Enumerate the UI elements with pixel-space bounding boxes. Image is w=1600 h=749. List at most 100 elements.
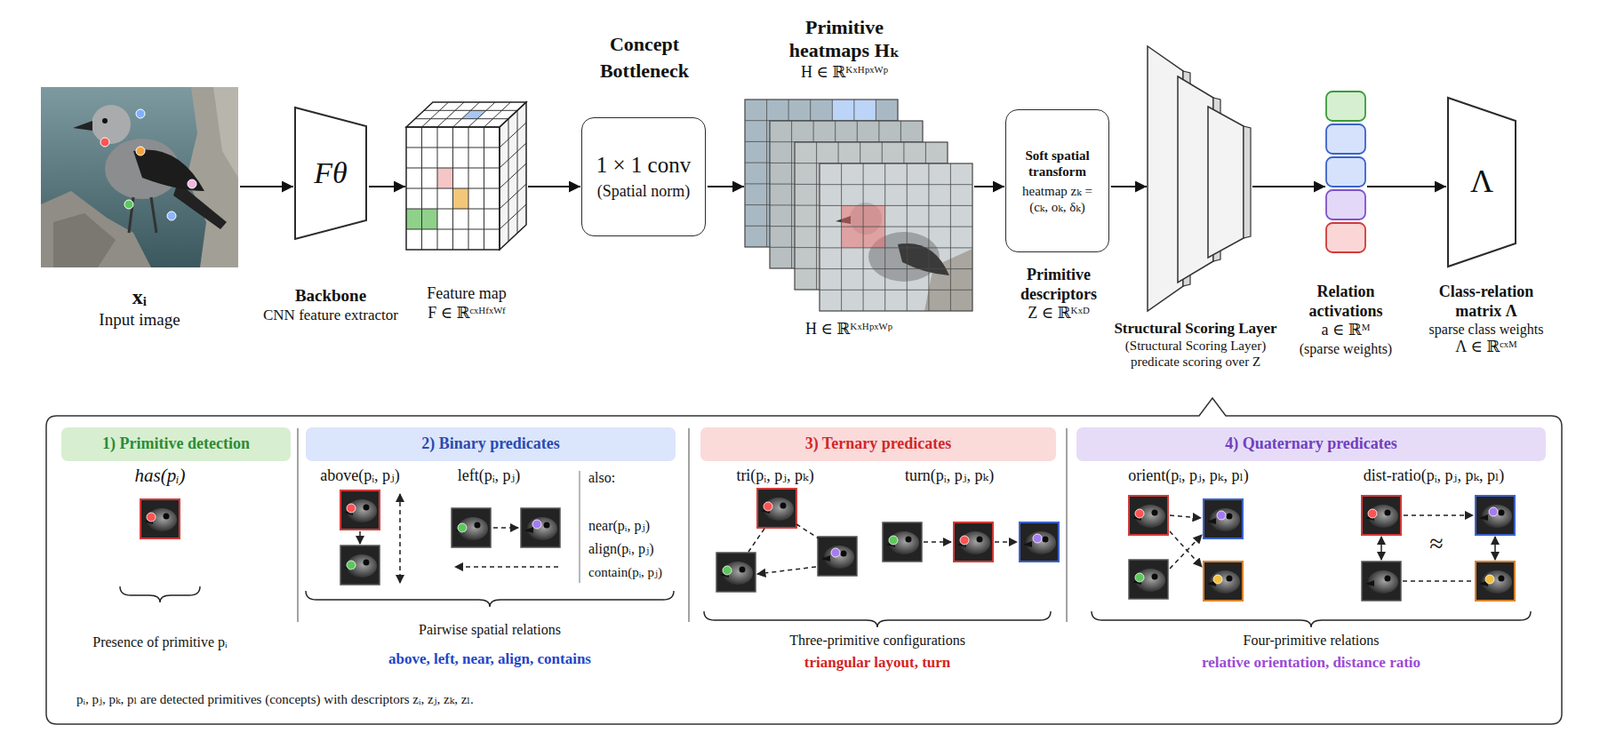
node-label: Feature map bbox=[373, 284, 560, 304]
bird-photo bbox=[136, 109, 145, 119]
bird-photo bbox=[40, 87, 239, 268]
primitive-patch bbox=[763, 502, 773, 512]
backbone-block: FθBackboneCNN feature extractor bbox=[294, 106, 368, 240]
annotation-label: dist-ratio(pᵢ, pⱼ, pₖ, pₗ) bbox=[1363, 466, 1505, 487]
annotation-label: orient(pᵢ, pⱼ, pₖ, pₗ) bbox=[1128, 466, 1249, 487]
primitive-patch bbox=[1488, 507, 1498, 517]
trapezoid-outline bbox=[295, 107, 367, 240]
node-label: xᵢ bbox=[32, 284, 247, 311]
annotation-label: Presence of primitive pᵢ bbox=[92, 633, 227, 651]
scoring-slabs bbox=[1243, 126, 1251, 239]
primitive-patch bbox=[1361, 496, 1401, 536]
primitive-patch bbox=[140, 499, 180, 539]
bird-photo bbox=[53, 213, 116, 268]
transform-box: Soft spatial transformheatmap zₖ = (cₖ, … bbox=[1005, 109, 1110, 253]
node-label: (sparse weights) bbox=[1292, 340, 1400, 358]
primitive-patch bbox=[757, 488, 797, 528]
node-label: Structural Scoring Layer bbox=[1093, 320, 1298, 338]
brace bbox=[305, 591, 674, 608]
node-label: Fθ bbox=[313, 155, 347, 192]
section-header: 1) Primitive detection bbox=[61, 427, 291, 462]
panel-outline bbox=[46, 416, 1562, 725]
node-label: Class-relation matrix Λ bbox=[1419, 282, 1553, 321]
primitive-patch bbox=[1213, 575, 1223, 584]
relation-arrow bbox=[1494, 536, 1496, 560]
primitive-patch bbox=[532, 520, 542, 529]
annotation-label: turn(pᵢ, pⱼ, pₖ) bbox=[904, 466, 994, 487]
primitive-patch bbox=[1203, 499, 1243, 539]
primitive-patch bbox=[346, 560, 356, 570]
primitive-patch bbox=[1368, 509, 1377, 519]
node-label: a ∈ ℝᴹ bbox=[1292, 320, 1400, 341]
node-body: Soft spatial transformheatmap zₖ = (cₖ, … bbox=[1006, 110, 1109, 252]
flow-arrow bbox=[368, 185, 406, 188]
section-dividers bbox=[578, 471, 580, 584]
feature-cube bbox=[462, 110, 488, 119]
node-label: Λ bbox=[1470, 162, 1494, 201]
primitive-patch bbox=[1128, 496, 1168, 536]
bird-photo bbox=[40, 191, 152, 268]
primitive-patch bbox=[340, 490, 380, 530]
primitive-patch bbox=[340, 545, 380, 585]
node-label: 3) Ternary predicates bbox=[805, 434, 952, 455]
primitive-patch bbox=[1128, 560, 1168, 600]
primitive-patch bbox=[882, 522, 922, 562]
primitive-patch bbox=[1135, 509, 1144, 519]
relation-arrow bbox=[1169, 535, 1202, 569]
bird-photo bbox=[124, 200, 134, 209]
brace bbox=[1091, 611, 1531, 628]
primitive-patch bbox=[1361, 561, 1401, 601]
annotation-label: near(pᵢ, pⱼ) bbox=[588, 517, 650, 535]
primitive-patch bbox=[1019, 522, 1059, 562]
flow-arrow bbox=[707, 185, 744, 188]
annotation-label: above, left, near, align, contains bbox=[388, 650, 592, 669]
primitive-patch bbox=[817, 536, 857, 576]
relation-cells bbox=[1326, 157, 1366, 187]
primitive-patch bbox=[1361, 561, 1401, 601]
annotation-label: contain(pᵢ, pⱼ) bbox=[588, 564, 663, 581]
relation-arrow bbox=[455, 566, 559, 568]
section-dividers bbox=[296, 428, 298, 623]
primitive-patch bbox=[1485, 575, 1495, 584]
primitive-patch bbox=[146, 512, 156, 522]
primitive-patch bbox=[722, 566, 732, 576]
feature-cube bbox=[437, 168, 454, 189]
node-label: pᵢ, pⱼ, pₖ, pₗ are detected primitives (… bbox=[76, 691, 474, 708]
primitive-patch bbox=[831, 548, 840, 558]
node-body: 1 × 1 conv(Spatial norm) bbox=[582, 118, 705, 236]
brace bbox=[120, 586, 1531, 628]
relation-cells bbox=[1326, 190, 1366, 220]
flow-arrow bbox=[1252, 185, 1326, 188]
node-label: CNN feature extractor bbox=[237, 306, 424, 325]
heatmap-sheets bbox=[819, 163, 973, 312]
caption-stack: Class-relation matrix Λsparse class weig… bbox=[1419, 282, 1553, 358]
bird-photo bbox=[100, 137, 110, 147]
bird-photo bbox=[91, 104, 131, 144]
annotation-label: Pairwise spatial relations bbox=[418, 621, 561, 639]
relation-arrow bbox=[399, 494, 401, 584]
annotation-label: Three-primitive configurations bbox=[789, 632, 966, 649]
primitive-patch bbox=[1128, 560, 1168, 600]
primitive-patch bbox=[716, 552, 756, 592]
primitive-patch bbox=[1135, 573, 1144, 583]
trapezoid-outline bbox=[1448, 97, 1516, 267]
primitive-patch bbox=[346, 504, 356, 513]
annotation-label: Four-primitive relations bbox=[1243, 632, 1380, 649]
primitive-patch bbox=[1475, 496, 1515, 536]
node-label: (Structural Scoring Layer) bbox=[1093, 337, 1298, 354]
primitive-patch bbox=[960, 536, 969, 545]
node-label: Λ ∈ ℝᶜˣᴹ bbox=[1419, 337, 1553, 358]
caption-stack: Relation activationsa ∈ ℝᴹ(sparse weight… bbox=[1292, 282, 1400, 358]
section-header: 2) Binary predicates bbox=[305, 427, 676, 462]
brace bbox=[704, 611, 1051, 628]
primitive-patch bbox=[953, 522, 993, 562]
section-dividers bbox=[1065, 428, 1067, 623]
primitive-patch bbox=[1475, 561, 1515, 601]
primitive-patch bbox=[140, 499, 180, 539]
relation-arrow bbox=[1402, 580, 1474, 583]
primitive-patch bbox=[520, 508, 560, 548]
bird-photo bbox=[187, 179, 197, 189]
scoring-slabs bbox=[1208, 106, 1244, 258]
primitive-patch bbox=[1361, 496, 1401, 536]
relation-arrow bbox=[757, 567, 816, 575]
